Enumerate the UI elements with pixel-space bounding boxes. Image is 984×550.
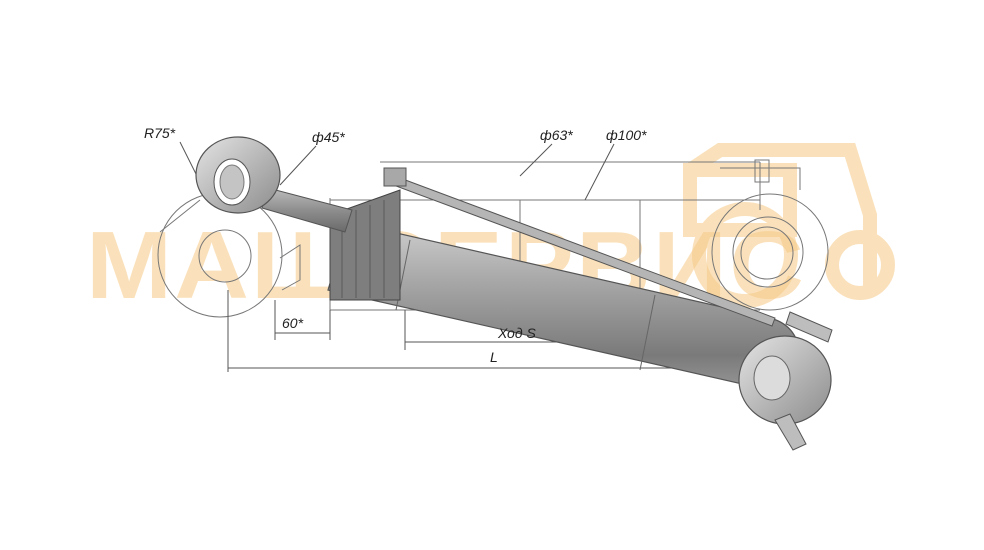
inner-diameter-label: ф63* [540, 127, 573, 143]
offset-label: 60* [282, 315, 304, 331]
radius-label: R75* [144, 125, 176, 141]
length-label: L [490, 349, 498, 365]
rod-diameter-label: ф45* [312, 129, 345, 145]
cylinder-3d [195, 136, 833, 451]
stroke-label: Ход S [497, 325, 536, 341]
outer-diameter-label: ф100* [606, 127, 647, 143]
